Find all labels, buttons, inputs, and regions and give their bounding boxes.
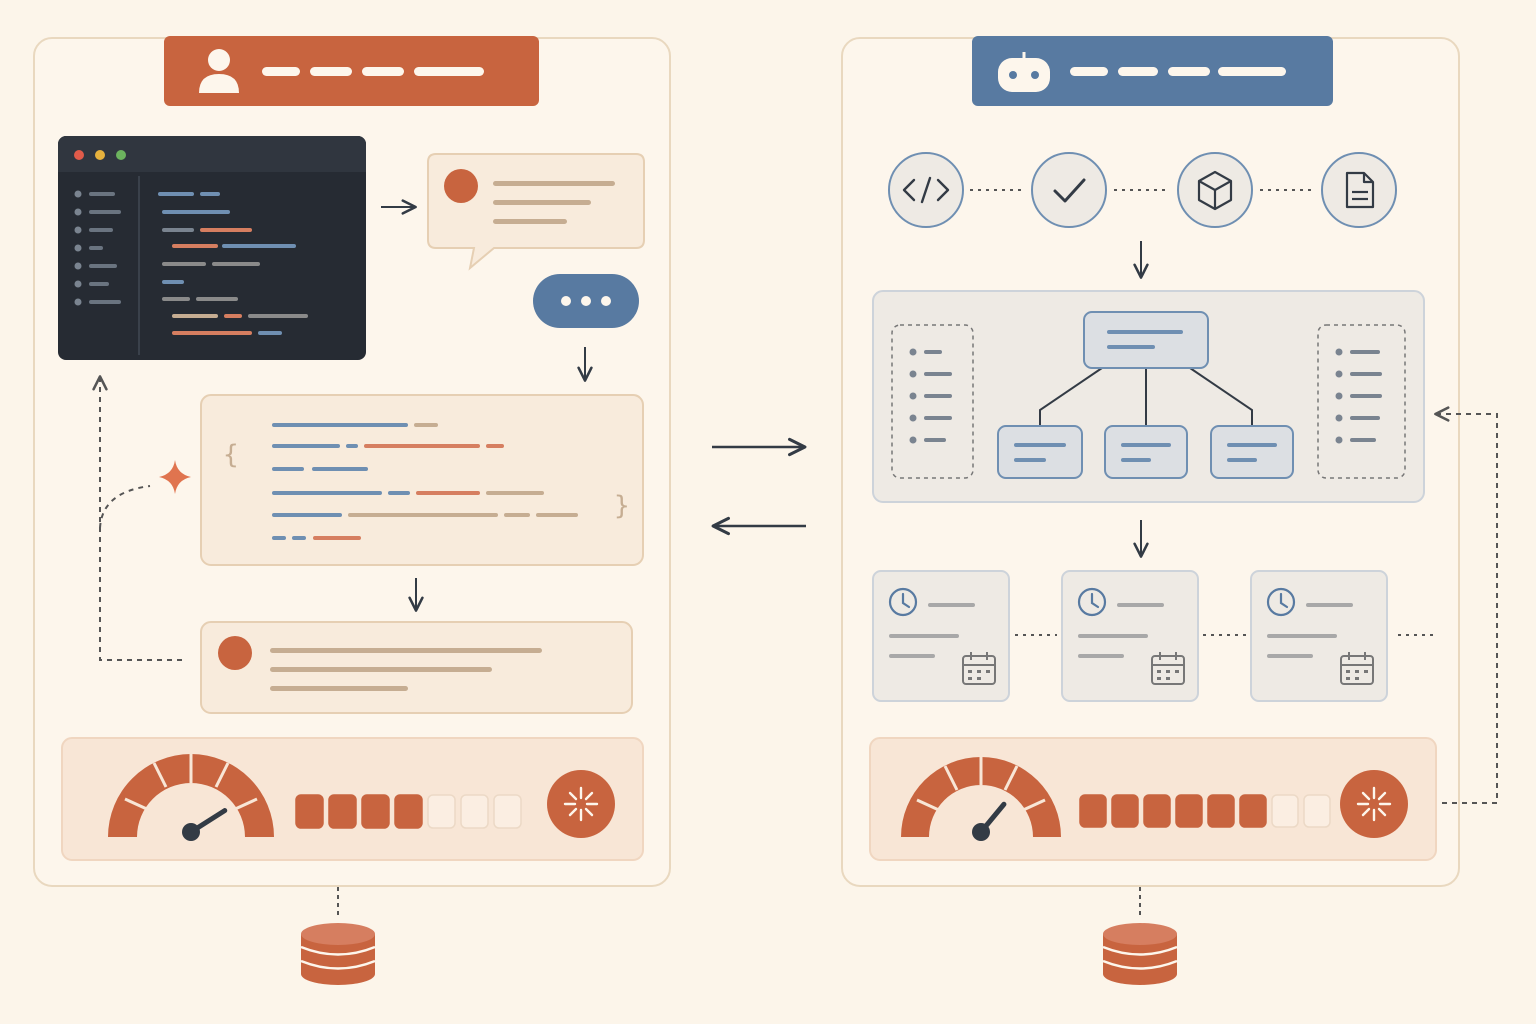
progress-step-filled xyxy=(1079,794,1107,828)
tree-child-node xyxy=(1210,425,1294,479)
tree-child-node xyxy=(1104,425,1188,479)
progress-step-empty xyxy=(1303,794,1331,828)
check-tool[interactable] xyxy=(1031,152,1107,228)
chat-avatar xyxy=(444,169,478,203)
gauge-needle xyxy=(972,801,1007,841)
schedule-row xyxy=(872,570,1436,702)
tree-child-node xyxy=(997,425,1083,479)
progress-step-empty xyxy=(460,794,489,829)
window-maximize-dot xyxy=(116,150,126,160)
header-placeholder-text xyxy=(262,67,484,76)
progress-step-filled xyxy=(295,794,324,829)
progress-step-empty xyxy=(493,794,522,829)
document-icon xyxy=(1345,171,1375,209)
progress-step-empty xyxy=(427,794,456,829)
check-icon xyxy=(1053,178,1086,203)
header-placeholder-text xyxy=(1070,67,1286,76)
file-tree xyxy=(74,190,121,306)
progress-step-empty xyxy=(1271,794,1299,828)
user-icon xyxy=(199,49,239,93)
package-tool[interactable] xyxy=(1177,152,1253,228)
right-sidebar-list xyxy=(1317,324,1406,479)
window-close-dot xyxy=(74,150,84,160)
code-editor-window xyxy=(58,136,366,360)
gear-button[interactable] xyxy=(1340,770,1408,838)
calendar-icon xyxy=(1340,652,1374,685)
chat-bubble xyxy=(427,153,645,271)
database-icon xyxy=(300,923,376,985)
calendar-icon xyxy=(962,652,996,685)
clock-icon xyxy=(1266,587,1296,617)
code-tool[interactable] xyxy=(888,152,964,228)
code-block-card: { } xyxy=(200,394,644,566)
result-avatar xyxy=(218,636,252,670)
cube-icon xyxy=(1197,170,1233,211)
schedule-card[interactable] xyxy=(1061,570,1199,702)
gear-button[interactable] xyxy=(547,770,615,838)
progress-step-filled xyxy=(1207,794,1235,828)
result-card xyxy=(200,621,633,714)
window-minimize-dot xyxy=(95,150,105,160)
progress-step-filled xyxy=(361,794,390,829)
progress-step-filled xyxy=(1175,794,1203,828)
code-lines xyxy=(272,423,578,540)
calendar-icon xyxy=(1151,652,1185,685)
gauge-needle xyxy=(182,808,228,841)
human-header xyxy=(164,36,539,106)
robot-icon xyxy=(998,52,1050,92)
editor-code-lines xyxy=(158,192,308,335)
progress-step-filled xyxy=(328,794,357,829)
needle-hub xyxy=(182,823,200,841)
tool-chain xyxy=(888,152,1397,228)
human-panel: { } xyxy=(33,36,671,985)
progress-step-filled xyxy=(1143,794,1171,828)
hierarchy-panel xyxy=(872,290,1425,503)
schedule-card[interactable] xyxy=(872,570,1010,702)
typing-indicator xyxy=(533,274,639,328)
human-status-bar xyxy=(61,737,644,861)
progress-step-filled xyxy=(1239,794,1267,828)
clock-icon xyxy=(888,587,918,617)
agent-panel xyxy=(841,36,1498,985)
clock-icon xyxy=(1077,587,1107,617)
tree-connectors xyxy=(1039,367,1253,426)
needle-hub xyxy=(972,823,990,841)
agent-status-bar xyxy=(869,737,1437,861)
open-brace: { xyxy=(223,440,239,470)
gear-icon xyxy=(1356,786,1392,822)
progress-step-filled xyxy=(394,794,423,829)
close-brace: } xyxy=(614,491,630,521)
ellipsis-icon xyxy=(561,296,611,306)
sparkle-icon xyxy=(159,460,191,494)
code-icon xyxy=(902,176,950,204)
feedback-loop-left xyxy=(92,375,182,661)
progress-steps xyxy=(1079,794,1331,828)
tree-root-node xyxy=(1083,311,1209,369)
gauge xyxy=(108,754,274,841)
left-sidebar-list xyxy=(891,324,974,479)
feedback-loop-right xyxy=(1434,406,1498,804)
database-icon xyxy=(1102,923,1178,985)
document-tool[interactable] xyxy=(1321,152,1397,228)
sparkle-connector xyxy=(99,485,151,529)
gear-icon xyxy=(563,786,599,822)
progress-steps xyxy=(295,794,522,829)
gauge xyxy=(901,757,1061,841)
schedule-card[interactable] xyxy=(1250,570,1388,702)
progress-step-filled xyxy=(1111,794,1139,828)
agent-header xyxy=(972,36,1333,106)
